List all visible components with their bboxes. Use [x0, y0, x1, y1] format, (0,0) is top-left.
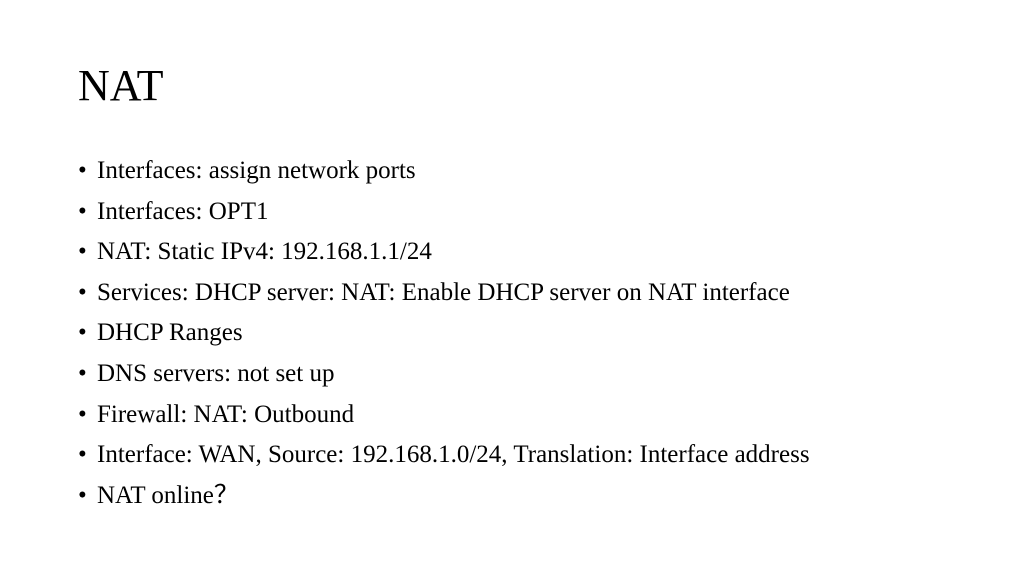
bullet-marker: • — [78, 157, 87, 184]
bullet-item: • Services: DHCP server: NAT: Enable DHC… — [78, 273, 978, 314]
bullet-marker: • — [78, 441, 87, 469]
bullet-text: Firewall: NAT: Outbound — [97, 400, 355, 428]
bullet-item: • DNS servers: not set up — [78, 354, 978, 395]
bullet-text: DHCP Ranges — [97, 319, 243, 347]
bullet-item: • Firewall: NAT: Outbound — [78, 395, 978, 436]
bullet-text: NAT online？ — [97, 481, 239, 509]
slide-title: NAT — [78, 61, 164, 110]
bullet-list: • Interfaces: assign network ports • Int… — [78, 151, 978, 516]
bullet-text: Services: DHCP server: NAT: Enable DHCP … — [97, 278, 790, 306]
bullet-item: • Interface: WAN, Source: 192.168.1.0/24… — [78, 435, 978, 476]
bullet-marker: • — [78, 359, 87, 387]
bullet-item: • NAT online？ — [78, 476, 978, 517]
bullet-item: • NAT: Static IPv4: 192.168.1.1/24 — [78, 232, 978, 273]
bullet-text: Interfaces: assign network ports — [97, 157, 416, 184]
bullet-text: NAT: Static IPv4: 192.168.1.1/24 — [97, 238, 432, 266]
bullet-item: • Interfaces: OPT1 — [78, 192, 978, 233]
bullet-marker: • — [78, 278, 87, 306]
bullet-marker: • — [78, 481, 87, 509]
bullet-marker: • — [78, 319, 87, 347]
bullet-text: DNS servers: not set up — [97, 359, 335, 387]
bullet-marker: • — [78, 400, 87, 428]
bullet-item: • Interfaces: assign network ports — [78, 151, 978, 192]
bullet-marker: • — [78, 238, 87, 266]
bullet-marker: • — [78, 197, 87, 225]
bullet-text: Interfaces: OPT1 — [97, 197, 269, 225]
bullet-text: Interface: WAN, Source: 192.168.1.0/24, … — [97, 441, 810, 469]
bullet-item: • DHCP Ranges — [78, 313, 978, 354]
